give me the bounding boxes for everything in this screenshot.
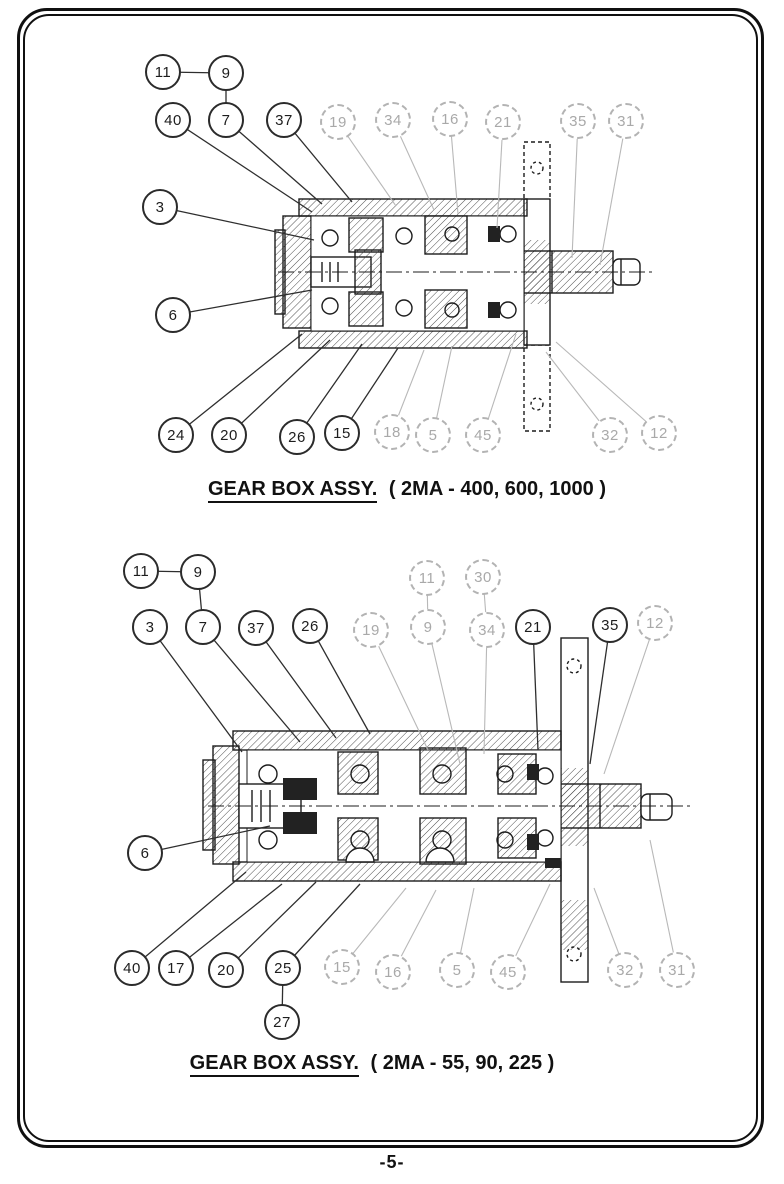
caption-top-diagram: GEAR BOX ASSY. ( 2MA - 400, 600, 1000 ) <box>30 478 784 503</box>
page-number: -5- <box>379 1152 405 1172</box>
page-border-inner <box>23 14 758 1142</box>
caption-bottom-diagram: GEAR BOX ASSY. ( 2MA - 55, 90, 225 ) <box>0 1052 744 1077</box>
gearbox-cross-section-top <box>274 141 652 432</box>
page-border <box>17 8 764 1148</box>
caption-bottom-title: GEAR BOX ASSY. <box>189 1052 359 1077</box>
caption-top-models: ( 2MA - 400, 600, 1000 ) <box>388 478 606 500</box>
gearbox-cross-section-bottom <box>202 637 692 983</box>
caption-top-title: GEAR BOX ASSY. <box>207 478 378 503</box>
caption-bottom-models: ( 2MA - 55, 90, 225 ) <box>370 1052 555 1074</box>
